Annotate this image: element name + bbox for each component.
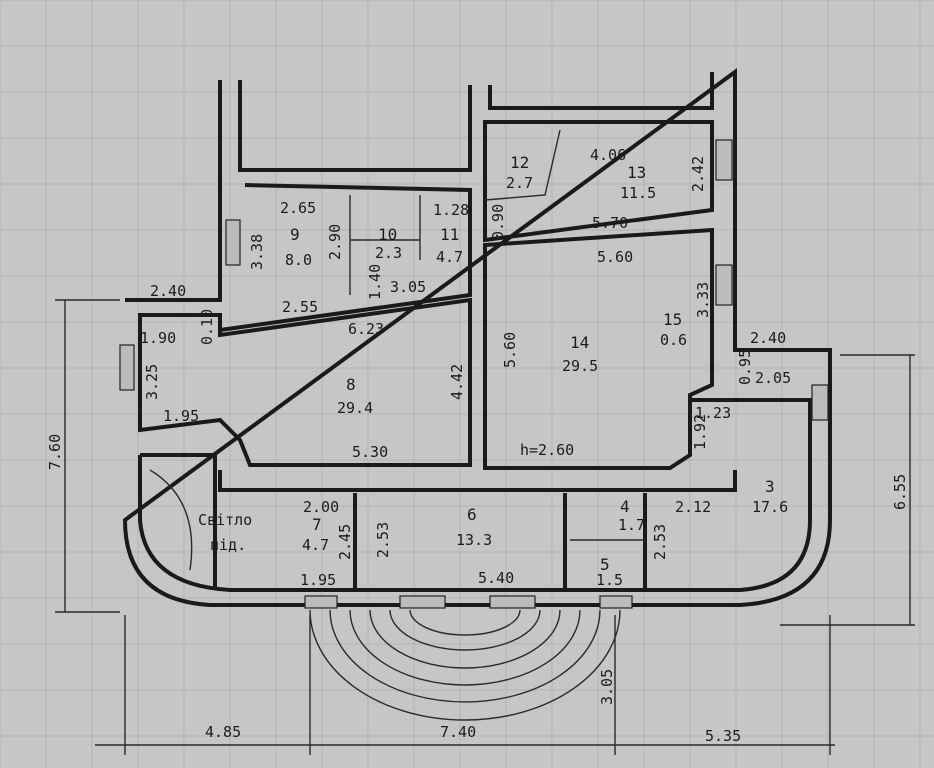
svg-text:0.6: 0.6 <box>660 331 687 349</box>
svg-text:29.5: 29.5 <box>562 357 598 375</box>
svg-text:29.4: 29.4 <box>337 399 373 417</box>
svg-text:3.05: 3.05 <box>390 278 426 296</box>
svg-text:0.95: 0.95 <box>736 349 754 385</box>
svg-text:під.: під. <box>210 536 246 554</box>
svg-text:14: 14 <box>570 333 589 352</box>
svg-text:12: 12 <box>510 153 529 172</box>
svg-text:2.12: 2.12 <box>675 498 711 516</box>
svg-text:4.06: 4.06 <box>590 146 626 164</box>
svg-text:11.5: 11.5 <box>620 184 656 202</box>
svg-text:13.3: 13.3 <box>456 531 492 549</box>
svg-text:4: 4 <box>620 497 630 516</box>
svg-text:9: 9 <box>290 225 300 244</box>
svg-text:2.90: 2.90 <box>326 224 344 260</box>
svg-text:6.55: 6.55 <box>891 474 909 510</box>
svg-text:4.85: 4.85 <box>205 723 241 741</box>
svg-text:1.5: 1.5 <box>596 571 623 589</box>
svg-text:5.70: 5.70 <box>592 214 628 232</box>
room-4: 41.7 <box>618 497 645 534</box>
svg-text:2.53: 2.53 <box>374 522 392 558</box>
svg-text:6: 6 <box>467 505 477 524</box>
svg-text:0.90: 0.90 <box>489 204 507 240</box>
svg-text:11: 11 <box>440 225 459 244</box>
svg-text:1.23: 1.23 <box>695 404 731 422</box>
svg-text:7.40: 7.40 <box>440 723 476 741</box>
room-13: 13 11.5 <box>620 163 656 202</box>
room-9: 98.0 <box>285 225 312 269</box>
svg-text:13: 13 <box>627 163 646 182</box>
dimension-labels: 7.60 6.55 3.05 4.85 7.40 5.35 2.40 1.90 … <box>46 146 909 745</box>
svg-text:3: 3 <box>765 477 775 496</box>
svg-text:Світло: Світло <box>198 511 252 529</box>
svg-text:2.7: 2.7 <box>506 174 533 192</box>
svg-text:3.33: 3.33 <box>694 282 712 318</box>
room-15: 150.6 <box>660 310 687 349</box>
svg-text:1.40: 1.40 <box>366 264 384 300</box>
svg-text:2.40: 2.40 <box>150 282 186 300</box>
room-labels: 317.6 41.7 51.5 613.3 74.7 829.4 98.0 10… <box>198 153 788 589</box>
svg-text:1.92: 1.92 <box>691 414 709 450</box>
room-3: 317.6 <box>752 477 788 516</box>
ceiling-height: h=2.60 <box>520 441 574 459</box>
svg-text:5.35: 5.35 <box>705 727 741 745</box>
svg-text:17.6: 17.6 <box>752 498 788 516</box>
svg-text:1.95: 1.95 <box>300 571 336 589</box>
stairwell-label: Світло під. <box>198 511 252 554</box>
svg-text:2.45: 2.45 <box>336 524 354 560</box>
svg-text:8.0: 8.0 <box>285 251 312 269</box>
svg-text:1.28: 1.28 <box>433 201 469 219</box>
svg-text:4.7: 4.7 <box>302 536 329 554</box>
svg-text:2.40: 2.40 <box>750 329 786 347</box>
svg-text:1.90: 1.90 <box>140 329 176 347</box>
svg-text:15: 15 <box>663 310 682 329</box>
svg-text:2.65: 2.65 <box>280 199 316 217</box>
svg-text:2.42: 2.42 <box>689 156 707 192</box>
svg-text:4.7: 4.7 <box>436 248 463 266</box>
svg-text:2.3: 2.3 <box>375 244 402 262</box>
svg-text:0.10: 0.10 <box>198 309 216 345</box>
svg-text:3.38: 3.38 <box>248 234 266 270</box>
room-12: 122.7 <box>506 153 533 192</box>
svg-text:8: 8 <box>346 375 356 394</box>
room-7: 74.7 <box>302 515 329 554</box>
svg-text:4.42: 4.42 <box>448 364 466 400</box>
svg-text:5.30: 5.30 <box>352 443 388 461</box>
svg-text:10: 10 <box>378 225 397 244</box>
svg-text:2.53: 2.53 <box>651 524 669 560</box>
room-8: 829.4 <box>337 375 373 417</box>
room-6: 613.3 <box>456 505 492 549</box>
svg-text:6.23: 6.23 <box>348 320 384 338</box>
room-5: 51.5 <box>596 555 623 589</box>
svg-text:3.05: 3.05 <box>598 669 616 705</box>
svg-text:1.95: 1.95 <box>163 407 199 425</box>
svg-text:5.40: 5.40 <box>478 569 514 587</box>
dimension-lines <box>55 299 915 755</box>
room-14: 14 29.5 <box>562 333 598 375</box>
svg-text:7: 7 <box>312 515 322 534</box>
svg-text:7.60: 7.60 <box>46 434 64 470</box>
entrance-porch-steps <box>309 609 621 721</box>
svg-text:5.60: 5.60 <box>597 248 633 266</box>
room-10: 102.3 <box>375 225 402 262</box>
room-11: 114.7 <box>436 225 463 266</box>
svg-text:1.7: 1.7 <box>618 516 645 534</box>
svg-text:3.25: 3.25 <box>143 364 161 400</box>
walls <box>119 68 832 609</box>
svg-text:5: 5 <box>600 555 610 574</box>
svg-text:2.00: 2.00 <box>303 498 339 516</box>
svg-text:2.55: 2.55 <box>282 298 318 316</box>
svg-text:5.60: 5.60 <box>501 332 519 368</box>
svg-text:2.05: 2.05 <box>755 369 791 387</box>
